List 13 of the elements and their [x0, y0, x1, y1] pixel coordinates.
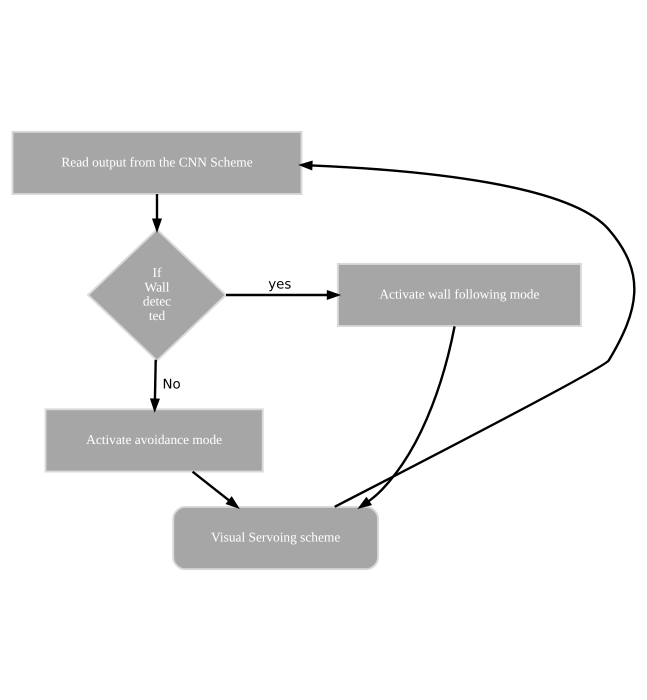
arrow: [150, 359, 160, 412]
arrow: [152, 194, 162, 232]
node-box: Visual Servoing scheme: [172, 506, 380, 570]
node-box: Activate wall following mode: [336, 262, 582, 327]
node-box: Activate avoidance mode: [44, 408, 264, 472]
node-diamond: If Wall detec ted: [86, 228, 228, 362]
node-box: Read output from the CNN Scheme: [12, 130, 302, 194]
arrow: [226, 289, 342, 300]
arrow: [298, 160, 636, 508]
arrow: [192, 470, 240, 508]
arrow: [357, 326, 456, 508]
edge-label: No: [162, 376, 181, 392]
edge-label: yes: [268, 276, 292, 292]
